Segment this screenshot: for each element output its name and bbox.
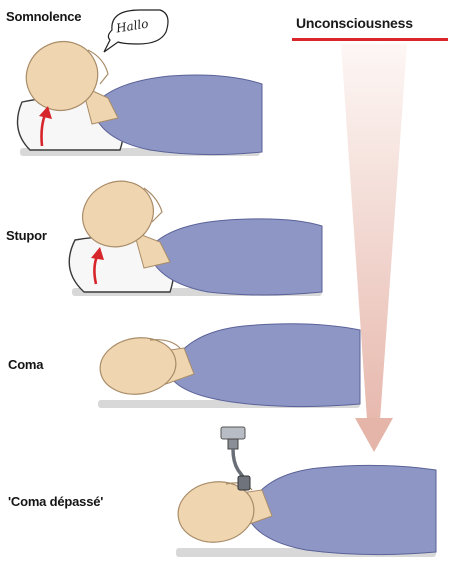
ventilator-tube-icon <box>221 427 250 490</box>
patient-body <box>246 465 436 554</box>
